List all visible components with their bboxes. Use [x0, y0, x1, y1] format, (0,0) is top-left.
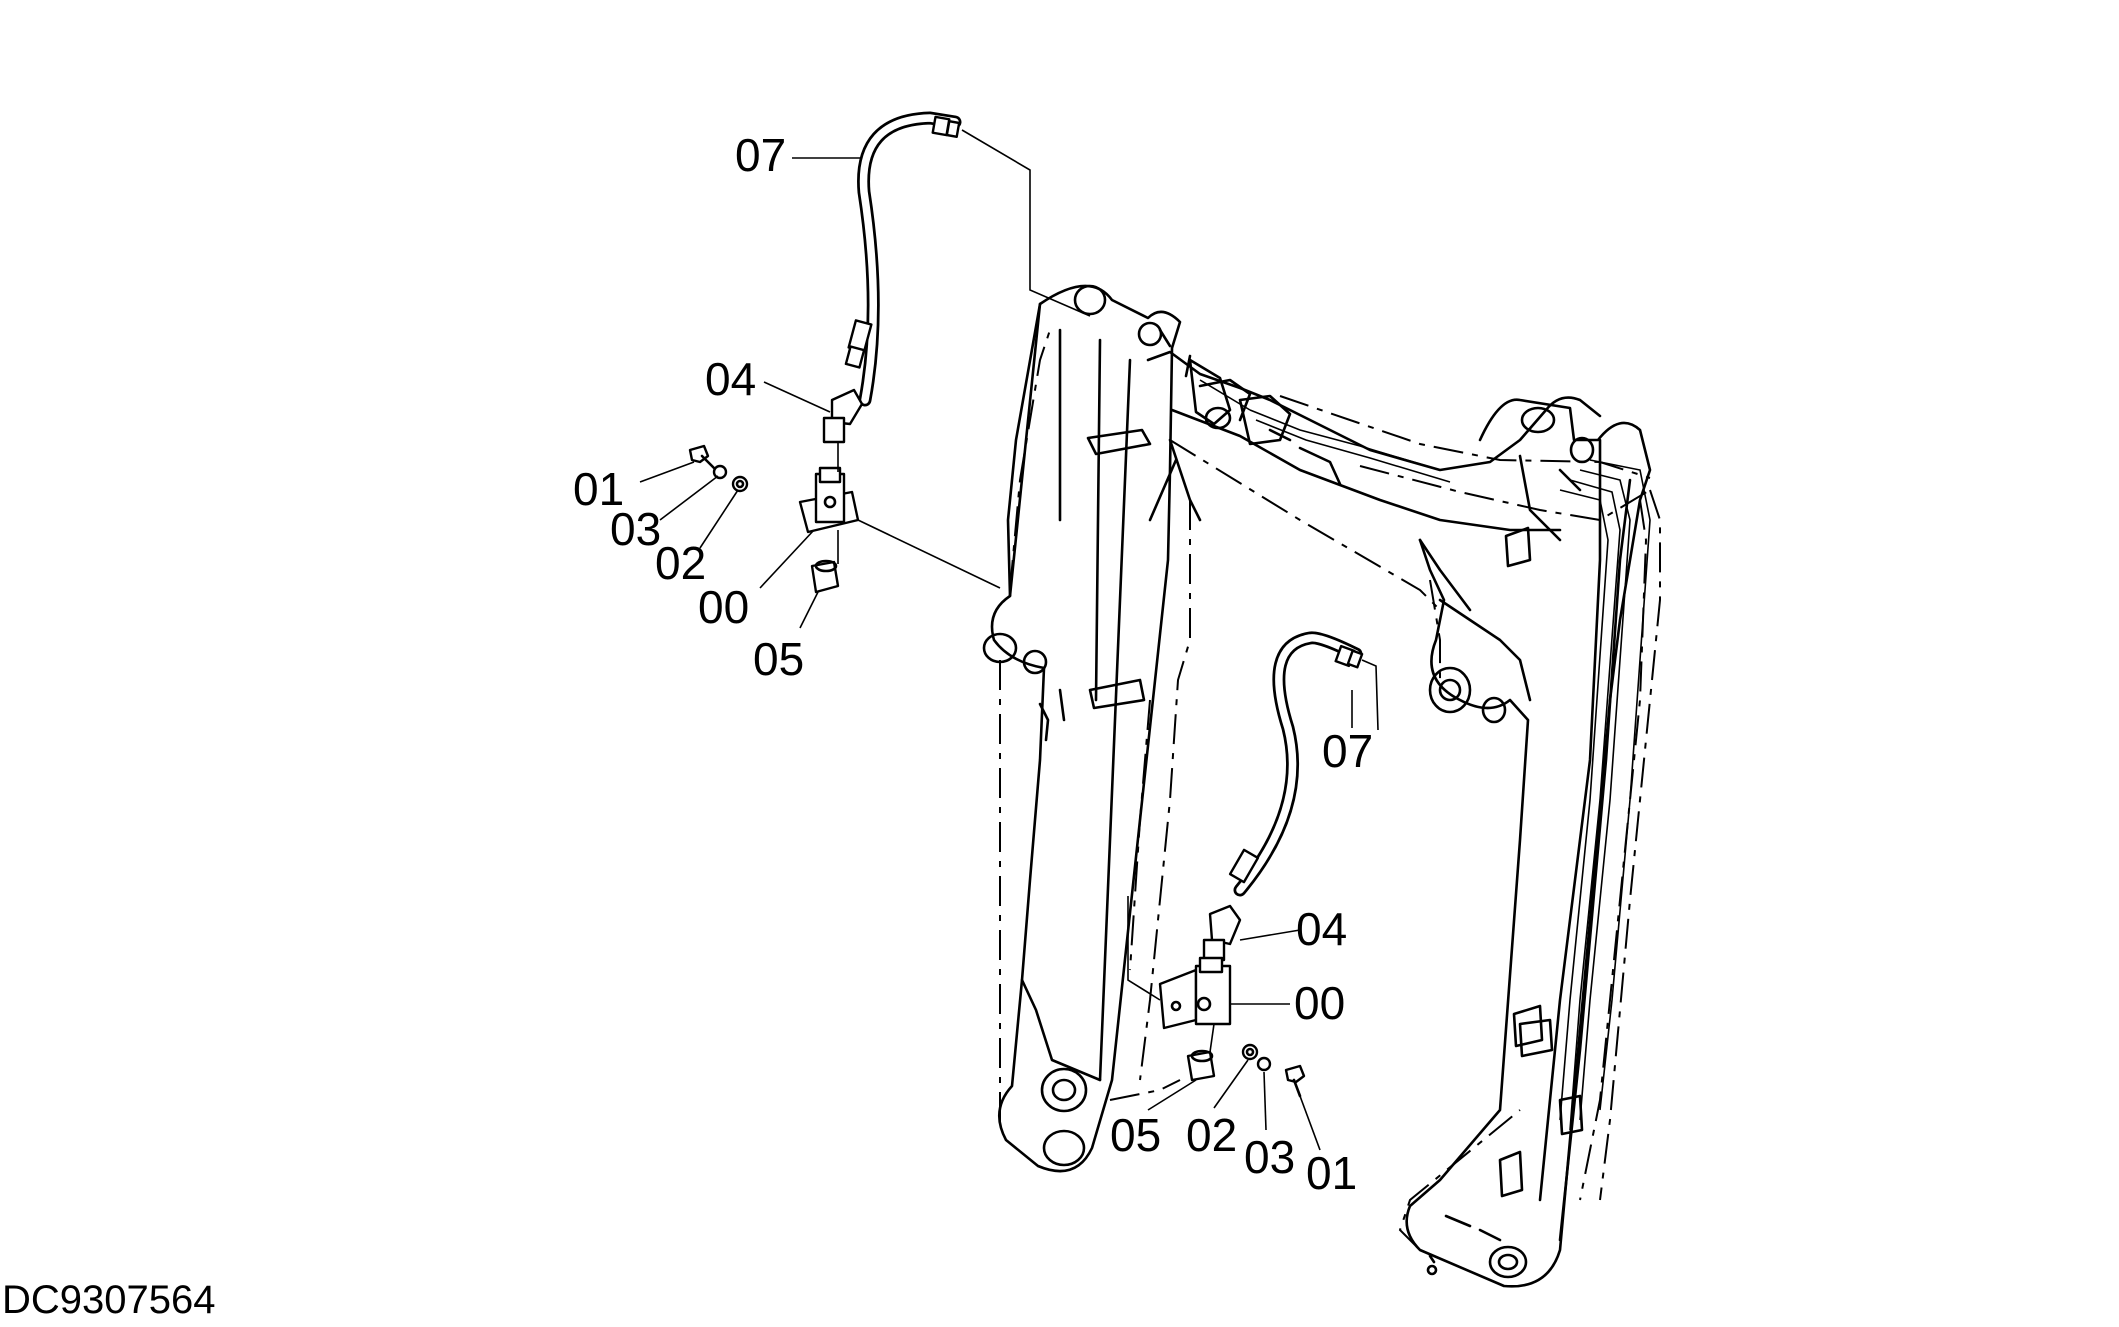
callout-lower-03: 03: [1244, 1131, 1296, 1183]
lower-assembly: [1127, 631, 1379, 1151]
callout-upper-03: 03: [610, 503, 662, 555]
lower-valve-block: [1194, 964, 1232, 1026]
lower-elbow-04: [1208, 904, 1242, 946]
callout-lower-01: 01: [1306, 1147, 1358, 1199]
upper-hose-07: [857, 111, 962, 407]
upper-washer-02: [731, 475, 749, 493]
callout-upper-04: 04: [705, 353, 757, 405]
phantom-lines: [999, 329, 1661, 1251]
callout-lower-07: 07: [1322, 725, 1374, 777]
lower-washer-03: [1256, 1056, 1272, 1072]
boom-left-arm: [982, 284, 1182, 1173]
upper-assembly: [639, 111, 1091, 629]
callout-upper-00: 00: [698, 581, 750, 633]
boom-right-arm: [1405, 398, 1652, 1288]
callout-lower-05: 05: [1110, 1109, 1162, 1161]
callout-upper-05: 05: [753, 633, 805, 685]
boom-hydraulic-lines: [1199, 379, 1651, 1136]
lower-washer-02: [1241, 1043, 1259, 1061]
callout-upper-01: 01: [573, 463, 625, 515]
upper-washer-03: [712, 464, 728, 480]
callout-upper-07: 07: [735, 129, 787, 181]
lower-bracket-00: [1158, 968, 1198, 1030]
drawing-code: DC9307564: [2, 1278, 216, 1322]
boom-cross-member: [1146, 328, 1602, 532]
callout-lower-02: 02: [1186, 1109, 1238, 1161]
callout-upper-02: 02: [655, 537, 707, 589]
lower-bolt-01: [1284, 1064, 1306, 1084]
callout-lower-04: 04: [1296, 903, 1348, 955]
callout-lower-00: 00: [1294, 977, 1346, 1029]
